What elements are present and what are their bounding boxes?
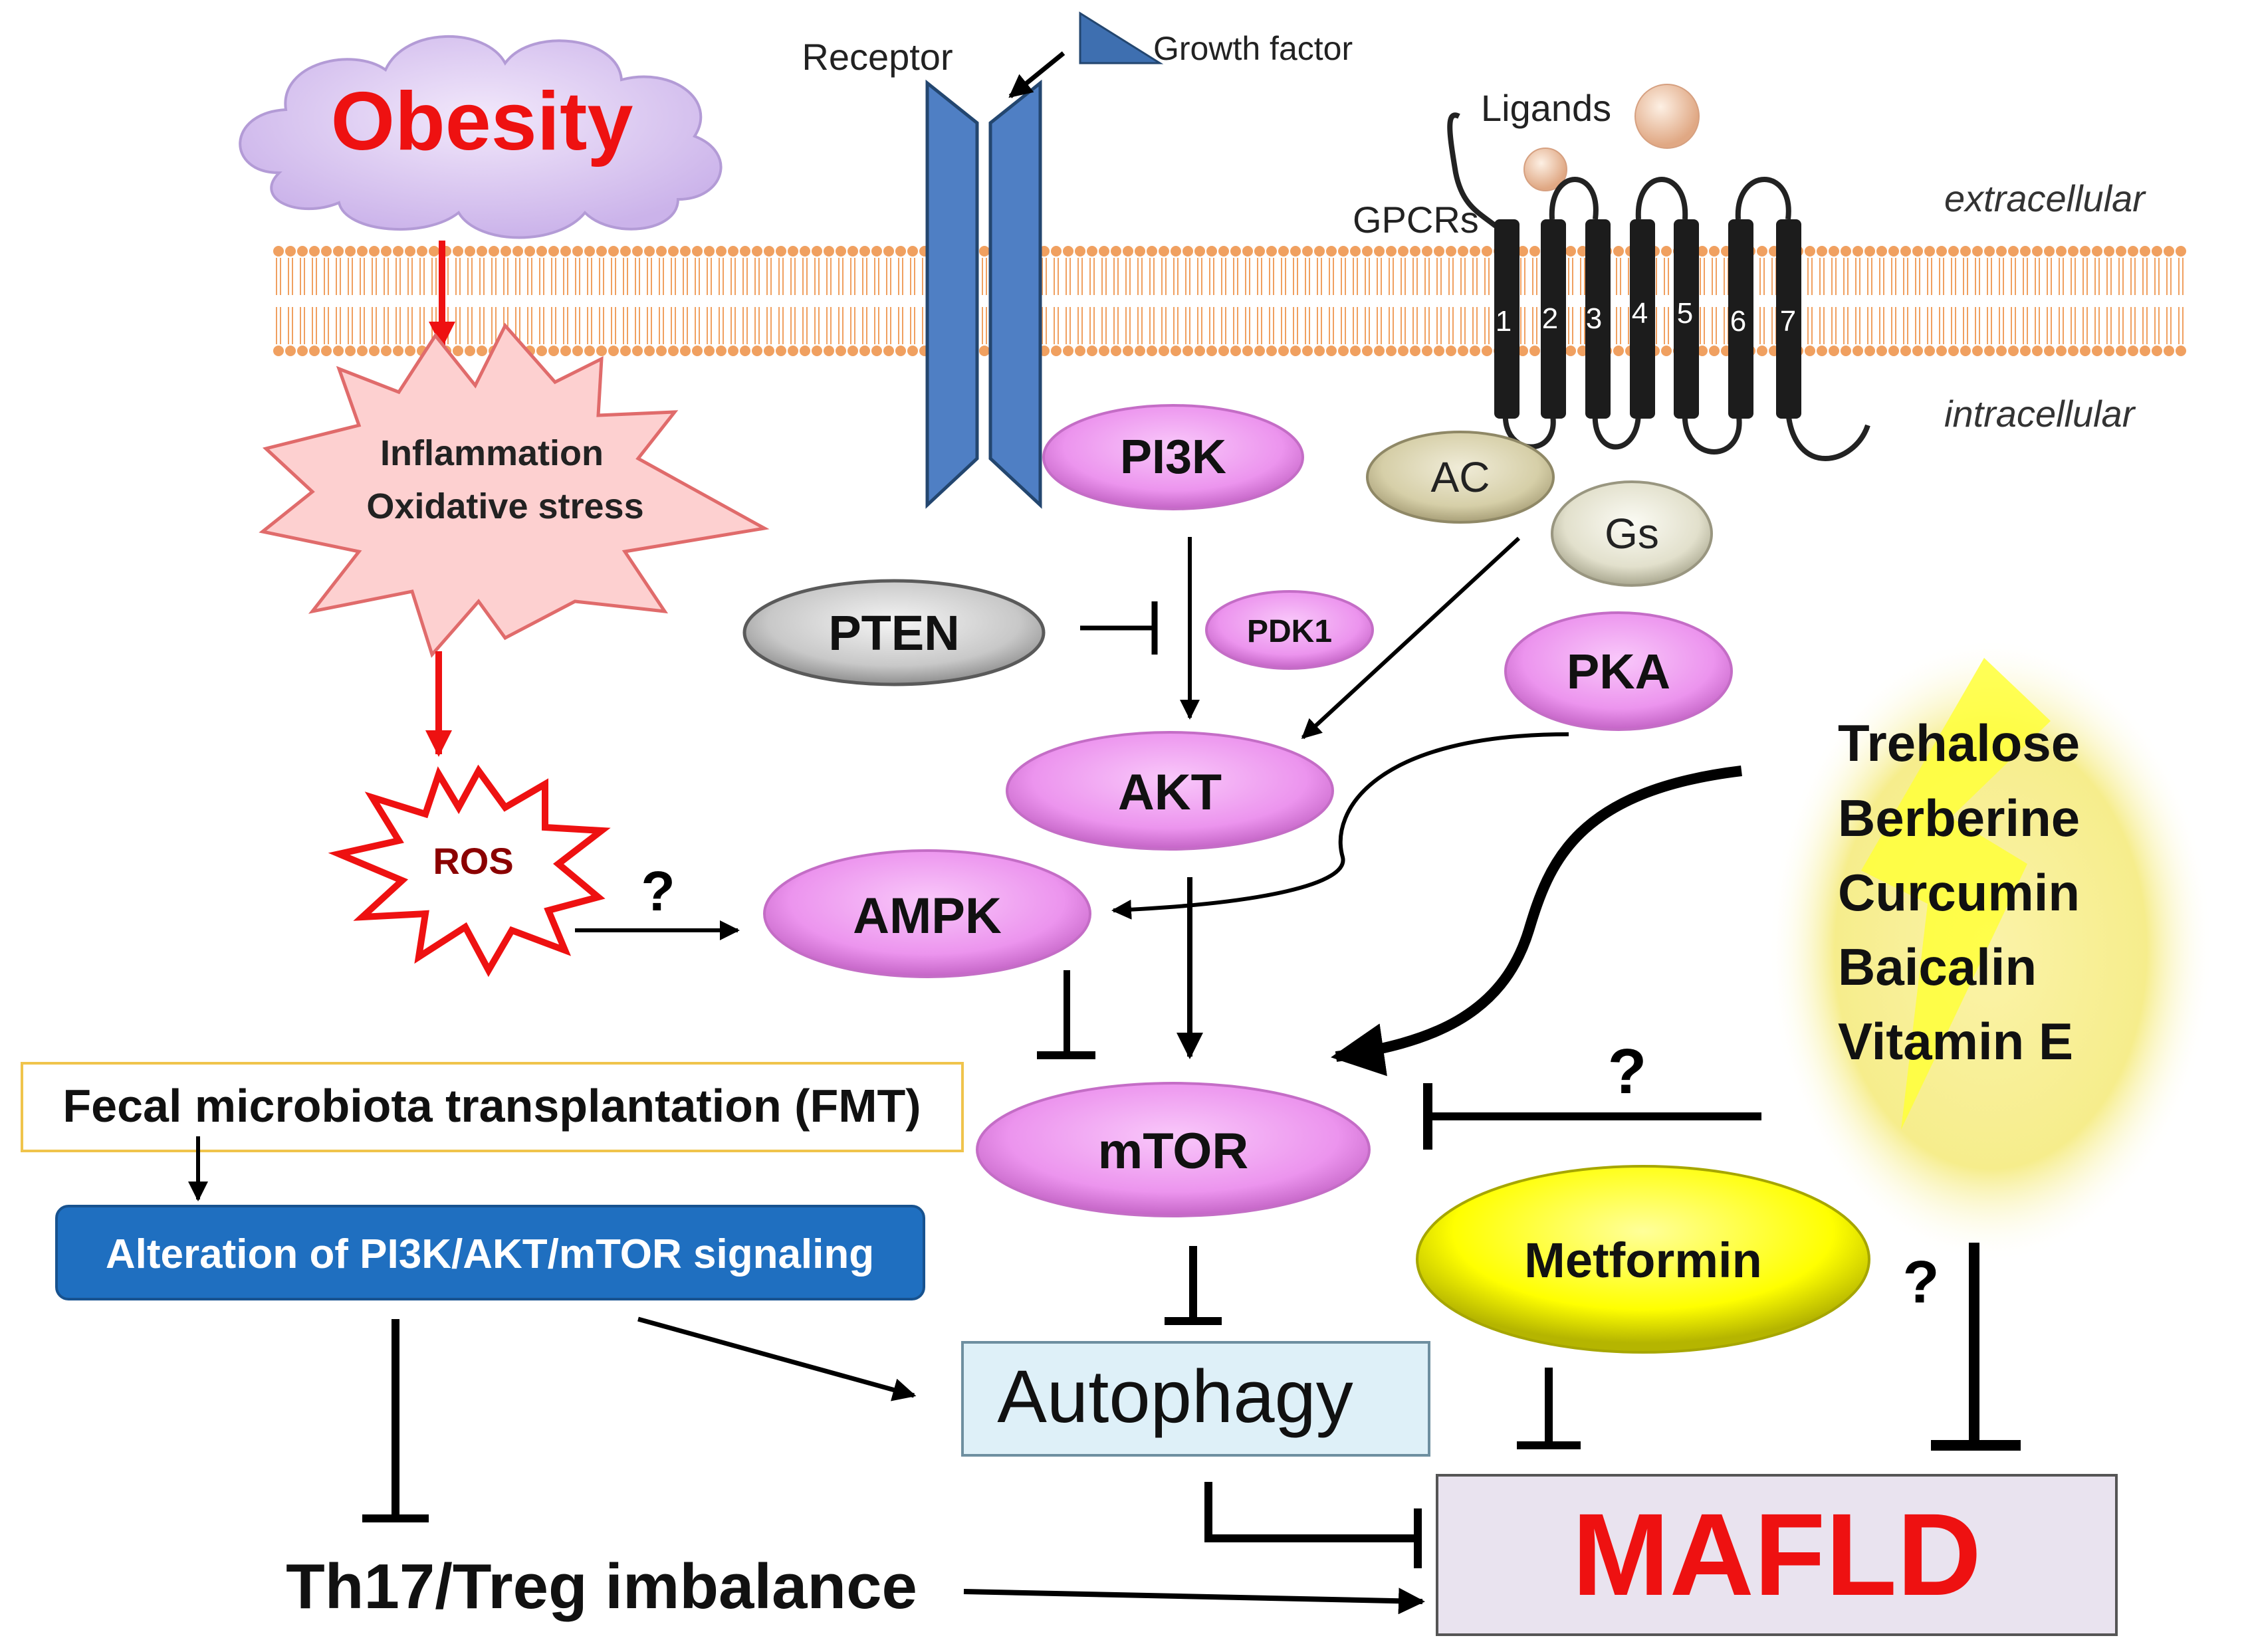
th17-label: Th17/Treg imbalance [286, 1551, 917, 1622]
ampk-label: AMPK [853, 888, 1002, 944]
intracellular-label: intracellular [1944, 393, 2136, 435]
th17-to-mafld-arrow [963, 1588, 1425, 1615]
helix-number: 2 [1542, 302, 1558, 335]
pten-label: PTEN [828, 605, 959, 661]
ros-ampk-question: ? [641, 860, 675, 922]
gpcr-helix-3 [1585, 219, 1611, 419]
ligand-small-icon [1523, 148, 1567, 191]
pdk1-label: PDK1 [1247, 614, 1332, 649]
ac-label: AC [1431, 453, 1490, 501]
compounds-mafld-question: ? [1903, 1249, 1940, 1316]
ligand-large-icon [1634, 84, 1700, 149]
ros-burst: ROS [328, 764, 611, 978]
gpcr-helix-7 [1776, 219, 1801, 419]
gpcr-helix-2 [1541, 219, 1566, 419]
cell-membrane [273, 243, 2187, 359]
akt-label: AKT [1118, 764, 1222, 821]
growth-factor-icon [1079, 11, 1164, 64]
mtor-node [976, 1082, 1371, 1217]
gpcr-helix-6 [1728, 219, 1753, 419]
compound-curcumin: Curcumin [1838, 863, 2080, 922]
pten-node [742, 579, 1046, 686]
stress-line2: Oxidative stress [366, 486, 643, 526]
mafld-label: MAFLD [1572, 1490, 1981, 1620]
gpcr-helix-4 [1630, 219, 1655, 419]
compounds-to-mtor-arrow [1331, 766, 1742, 1077]
gpcr: GPCRs 1 2 3 4 5 6 7 [1353, 112, 1870, 461]
compound-berberine: Berberine [1838, 789, 2080, 847]
stress-line1: Inflammation [380, 433, 604, 473]
gpcrs-label: GPCRs [1353, 199, 1479, 241]
ampk-node [763, 849, 1091, 978]
helix-number: 6 [1730, 305, 1746, 338]
receptor-label: Receptor [802, 36, 953, 78]
ligands-label: Ligands [1481, 87, 1611, 129]
akt-node [1006, 731, 1334, 851]
helix-number: 3 [1586, 302, 1602, 335]
pi3k-label: PI3K [1120, 431, 1226, 484]
compounds-mtor-question: ? [1608, 1036, 1647, 1107]
receptor: Receptor [802, 36, 1042, 509]
pdk1-node [1205, 590, 1374, 670]
gs-node [1551, 480, 1713, 587]
helix-number: 5 [1677, 297, 1693, 330]
autophagy-box [961, 1341, 1430, 1457]
compounds-group: Trehalose Berberine Curcumin Baicalin Vi… [1768, 638, 2213, 1263]
obesity-cloud: Obesity [239, 35, 723, 239]
ac-node [1366, 431, 1555, 524]
alteration-box [55, 1205, 925, 1300]
helix-number: 4 [1632, 297, 1648, 330]
gpcr-helix-5 [1674, 219, 1699, 419]
gs-label: Gs [1605, 510, 1659, 558]
pi3k-node [1042, 404, 1304, 510]
metformin-node [1416, 1165, 1870, 1354]
pka-node [1504, 611, 1733, 731]
growth-factor-label: Growth factor [1153, 30, 1353, 67]
stress-starburst: Inflammation Oxidative stress [259, 322, 770, 658]
obesity-label: Obesity [331, 76, 633, 167]
mafld-box [1436, 1474, 2118, 1636]
metformin-label: Metformin [1524, 1233, 1762, 1288]
ros-label: ROS [433, 840, 513, 882]
autophagy-inhibit-line [1204, 1482, 1416, 1542]
lightning-icon [1861, 658, 2051, 1130]
helix-number: 1 [1496, 305, 1512, 338]
pka-label: PKA [1567, 644, 1670, 699]
gs-to-akt-arrow [1301, 536, 1521, 740]
growth-factor-arrow [1008, 51, 1066, 98]
pka-to-ampk-arrow [1111, 732, 1569, 920]
compound-vitamin-e: Vitamin E [1838, 1012, 2073, 1071]
alteration-to-autophagy-arrow [637, 1316, 917, 1401]
autophagy-label: Autophagy [997, 1355, 1353, 1438]
mtor-label: mTOR [1098, 1123, 1249, 1180]
gpcr-helix-1 [1494, 219, 1519, 419]
fmt-box [21, 1062, 964, 1152]
alteration-label: Alteration of PI3K/AKT/mTOR signaling [106, 1231, 874, 1277]
helix-number: 7 [1780, 305, 1796, 338]
compounds-glow [1768, 638, 2213, 1263]
extracellular-label: extracellular [1944, 177, 2146, 219]
fmt-label: Fecal microbiota transplantation (FMT) [62, 1080, 921, 1132]
compound-baicalin: Baicalin [1838, 938, 2037, 996]
compound-trehalose: Trehalose [1838, 714, 2080, 772]
